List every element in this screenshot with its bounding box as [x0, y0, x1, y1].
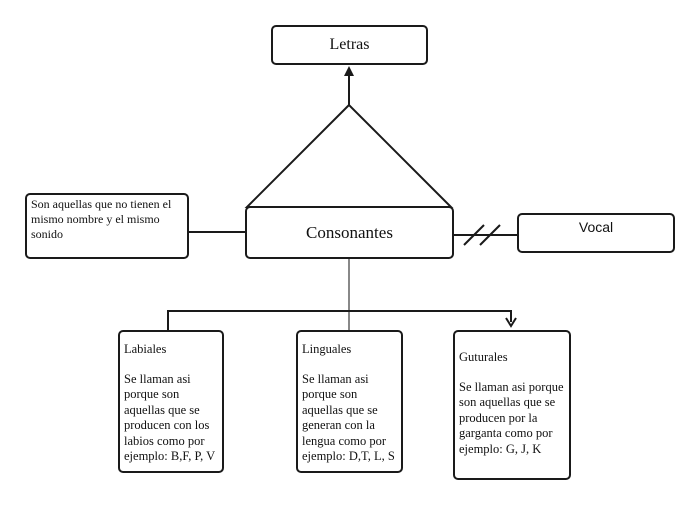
break-mark-2	[479, 224, 501, 246]
guturales-body: Se llaman asi porque son aquellas que se…	[459, 379, 564, 456]
letras-label: Letras	[329, 36, 370, 53]
vocal-label: Vocal	[578, 219, 614, 235]
arrowhead-down-icon	[505, 317, 517, 328]
vocal-node: Vocal	[517, 213, 675, 253]
arrowhead-up-icon	[344, 66, 354, 76]
definicion-node: Son aquellas que no tienen el mismo nomb…	[25, 193, 189, 259]
linguales-node: Linguales Se llaman asi porque son aquel…	[296, 330, 403, 473]
guturales-title: Guturales	[459, 350, 508, 364]
linguales-title: Linguales	[302, 342, 352, 356]
definicion-text: Son aquellas que no tienen el mismo nomb…	[31, 197, 172, 241]
guturales-node: Guturales Se llaman asi porque son aquel…	[453, 330, 571, 480]
labiales-node: Labiales Se llaman asi porque son aquell…	[118, 330, 224, 473]
branch-line	[167, 310, 512, 330]
break-mark-1	[463, 224, 485, 246]
labiales-title: Labiales	[124, 342, 167, 356]
labiales-body: Se llaman asi porque son aquellas que se…	[124, 371, 216, 464]
letras-node: Letras	[271, 25, 428, 65]
consonantes-node: Consonantes	[245, 206, 454, 259]
linguales-body: Se llaman asi porque son aquellas que se…	[302, 371, 395, 464]
consonantes-label: Consonantes	[306, 222, 393, 242]
generalization-triangle	[244, 103, 454, 208]
